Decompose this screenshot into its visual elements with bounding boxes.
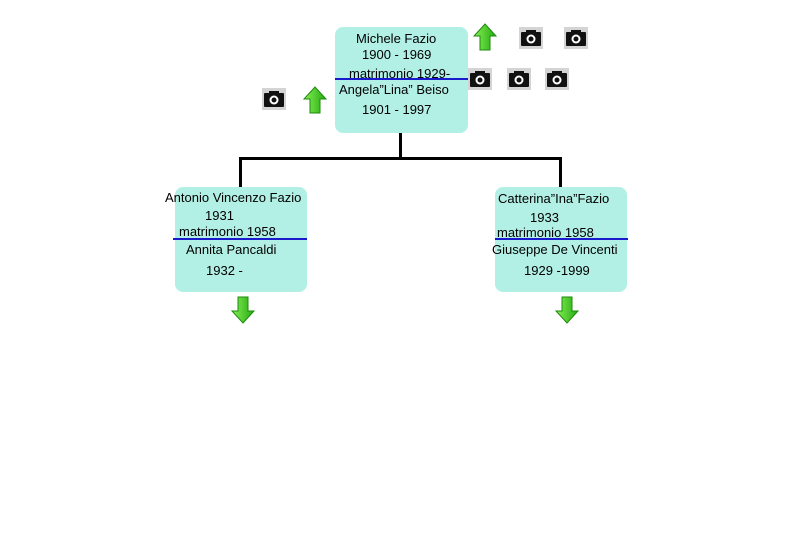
arrow-up-icon[interactable] (473, 23, 497, 51)
child-antonio-marriage: matrimonio 1958 (179, 224, 276, 239)
camera-icon[interactable] (519, 27, 543, 49)
camera-icon[interactable] (507, 68, 531, 90)
root-couple-box[interactable] (335, 27, 468, 133)
root-wife-years: 1901 - 1997 (362, 102, 432, 117)
child-antonio-spouse-years: 1932 - (206, 263, 243, 278)
child-antonio-name: Antonio Vincenzo Fazio (165, 190, 302, 205)
child-catterina-name: Catterina”Ina”Fazio (498, 191, 610, 206)
sibling-connector-horizontal (239, 157, 562, 160)
arrow-up-icon[interactable] (303, 86, 327, 114)
child-catterina-birth: 1933 (530, 210, 559, 225)
root-husband-name: Michele Fazio (356, 31, 437, 46)
camera-icon[interactable] (262, 88, 286, 110)
child-antonio-spouse-name: Annita Pancaldi (186, 242, 277, 257)
child-catterina-marriage: matrimonio 1958 (497, 225, 594, 240)
camera-icon[interactable] (564, 27, 588, 49)
camera-icon[interactable] (468, 68, 492, 90)
camera-icon[interactable] (545, 68, 569, 90)
arrow-down-icon[interactable] (231, 296, 255, 324)
child-left-connector (239, 157, 242, 187)
child-catterina-spouse-years: 1929 -1999 (524, 263, 590, 278)
child-right-connector (559, 157, 562, 187)
arrow-down-icon[interactable] (555, 296, 579, 324)
root-wife-name: Angela”Lina” Beiso (339, 82, 449, 97)
child-catterina-marriage-line (495, 238, 628, 240)
child-catterina-spouse-name: Giuseppe De Vincenti (492, 242, 618, 257)
root-husband-years: 1900 - 1969 (362, 47, 432, 62)
root-marriage: matrimonio 1929- (349, 66, 451, 81)
child-antonio-birth: 1931 (205, 208, 234, 223)
root-marriage-line (335, 78, 468, 80)
root-connector-vertical (399, 133, 402, 159)
child-antonio-marriage-line (173, 238, 307, 240)
